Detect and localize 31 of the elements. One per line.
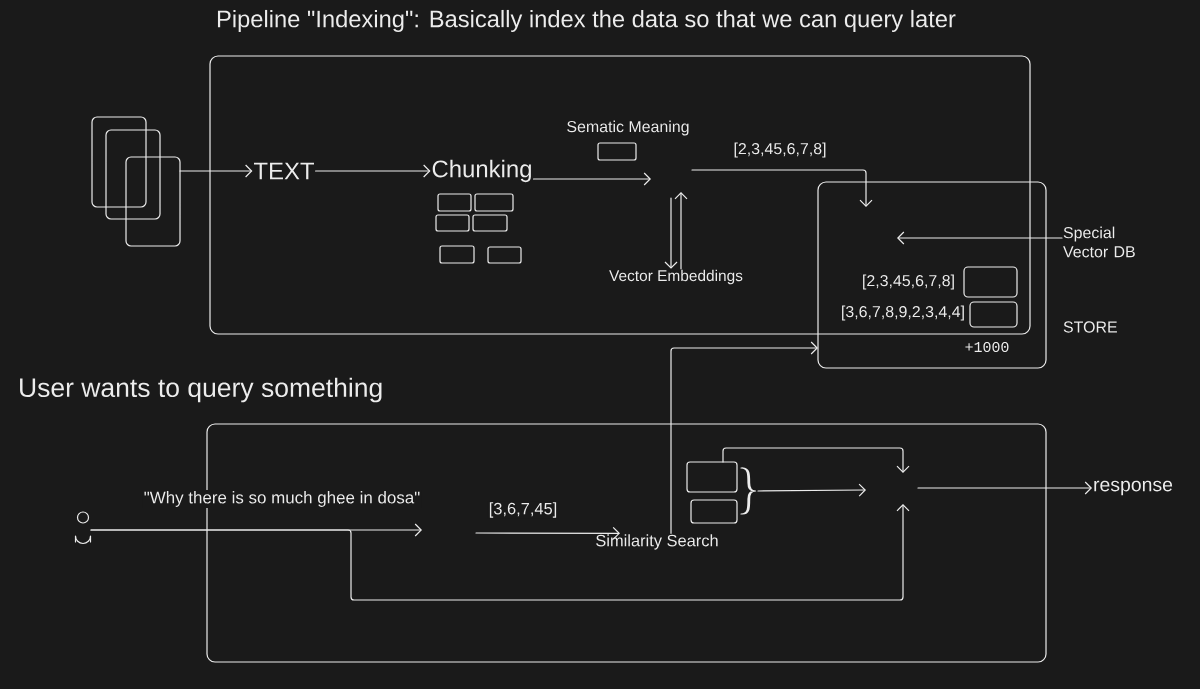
arrow	[475, 526, 620, 540]
step-label: response	[1094, 480, 1173, 496]
arrow	[664, 197, 678, 269]
arrow	[179, 164, 253, 178]
edge-label: "Why there is so much ghee in dosa"	[142, 490, 422, 508]
vector-text: [2,3,45,6,7,8]	[863, 274, 954, 290]
chunk-box	[690, 499, 738, 524]
arrow	[722, 447, 910, 473]
chunk-box	[686, 461, 738, 493]
step-label: Chunking	[432, 159, 531, 183]
arrow	[532, 172, 651, 186]
heading-text: Sematic Meaning	[567, 120, 689, 136]
step-label: TEXT	[254, 162, 314, 180]
vector-text: [3,6,7,8,9,2,3,4,4]	[842, 305, 964, 321]
edge-label: [3,6,7,45]	[487, 501, 559, 519]
annotation-text: Special Vector DB	[1063, 226, 1135, 258]
arrow	[314, 164, 431, 178]
arrow	[897, 231, 1063, 245]
person-icon	[74, 511, 92, 545]
section-heading: Pipeline "Indexing": Basically index the data so that we can query later	[217, 9, 956, 33]
step-label: Similarity Search	[596, 534, 718, 550]
arrow	[670, 341, 818, 534]
document-stack	[91, 116, 181, 247]
count-text: +1000	[965, 341, 1009, 353]
arrow	[917, 481, 1093, 495]
section-heading: User wants to query something	[20, 377, 382, 403]
arrow	[691, 169, 873, 207]
arrow	[674, 192, 688, 270]
annotation-text: Vector Embeddings	[609, 269, 743, 285]
side-label: STORE	[1063, 321, 1117, 333]
arrow	[90, 504, 910, 601]
